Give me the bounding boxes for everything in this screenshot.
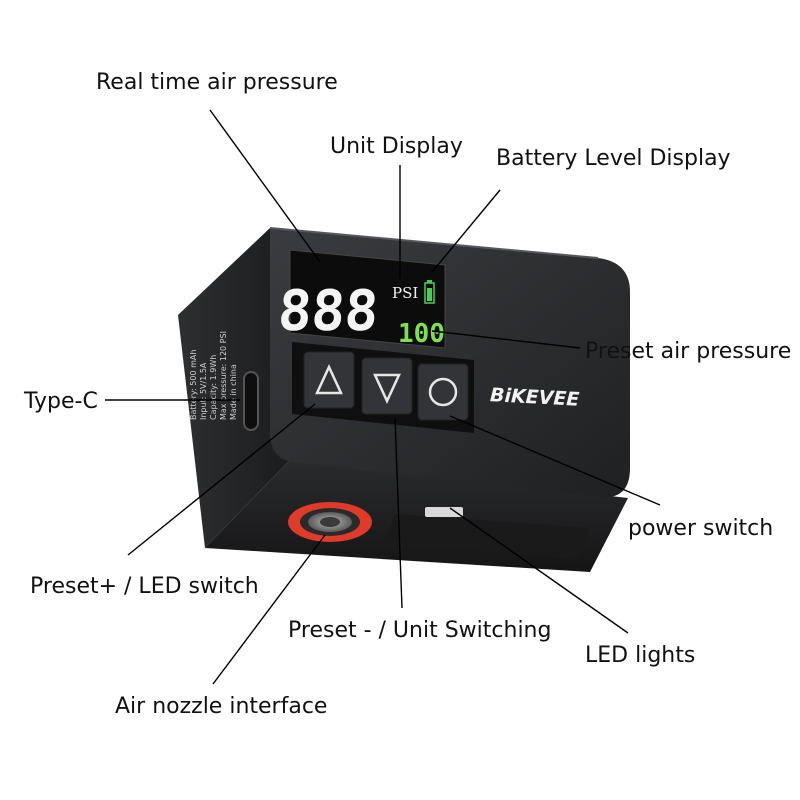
leader-battery-level	[431, 189, 501, 273]
type-c-port[interactable]	[243, 371, 259, 431]
main-pressure-reading: 888	[276, 279, 381, 344]
label-preset-plus-led-switch: Preset+ / LED switch	[30, 574, 259, 599]
led-light	[425, 507, 463, 517]
side-label-line: Battery: 500 mAh	[189, 350, 198, 420]
air-nozzle[interactable]	[288, 502, 372, 542]
label-led-lights: LED lights	[585, 643, 696, 668]
up-triangle-icon	[315, 364, 343, 395]
leader-preset-plus	[127, 403, 316, 556]
label-preset-air-pressure: Preset air pressure	[585, 339, 792, 364]
display-panel: 888 PSI 100	[276, 249, 446, 349]
power-button[interactable]	[417, 363, 469, 421]
label-preset-minus-unit-switching: Preset - / Unit Switching	[288, 618, 552, 643]
unit-label: PSI	[392, 284, 418, 302]
label-battery-level-display: Battery Level Display	[496, 146, 731, 171]
circle-icon	[428, 377, 458, 407]
label-real-time-air-pressure: Real time air pressure	[96, 70, 338, 95]
leader-real-time-air-pressure	[209, 109, 321, 263]
leader-lines	[105, 109, 661, 685]
leader-preset-minus	[394, 417, 403, 609]
device-left-face	[178, 228, 290, 548]
button-panel	[292, 342, 474, 433]
preset-minus-button[interactable]	[361, 357, 413, 415]
down-triangle-icon	[373, 373, 401, 404]
battery-icon	[424, 280, 435, 304]
side-label-line: Capacity: 1.9Wh	[209, 355, 218, 420]
label-air-nozzle-interface: Air nozzle interface	[115, 694, 328, 719]
brand-logo: BiKEVEE	[489, 384, 579, 411]
label-unit-display: Unit Display	[330, 134, 463, 159]
side-label-line: Max pressure: 120 PSI	[219, 331, 228, 420]
leader-preset-air-pressure	[431, 330, 581, 349]
preset-pressure-reading: 100	[398, 319, 445, 349]
leader-power-switch	[449, 415, 661, 506]
preset-plus-button[interactable]	[303, 351, 355, 409]
label-type-c: Type-C	[24, 389, 98, 414]
side-label-line: Input: 5V/1.5A	[199, 362, 208, 420]
led-grille	[385, 514, 590, 560]
device-body: Battery: 500 mAh Input: 5V/1.5A Capacity…	[178, 227, 630, 572]
label-power-switch: power switch	[628, 516, 774, 541]
leader-led-lights	[449, 507, 629, 634]
leader-air-nozzle	[212, 534, 326, 685]
side-label-line: Made in china	[229, 364, 238, 420]
side-label: Battery: 500 mAh Input: 5V/1.5A Capacity…	[189, 331, 238, 420]
